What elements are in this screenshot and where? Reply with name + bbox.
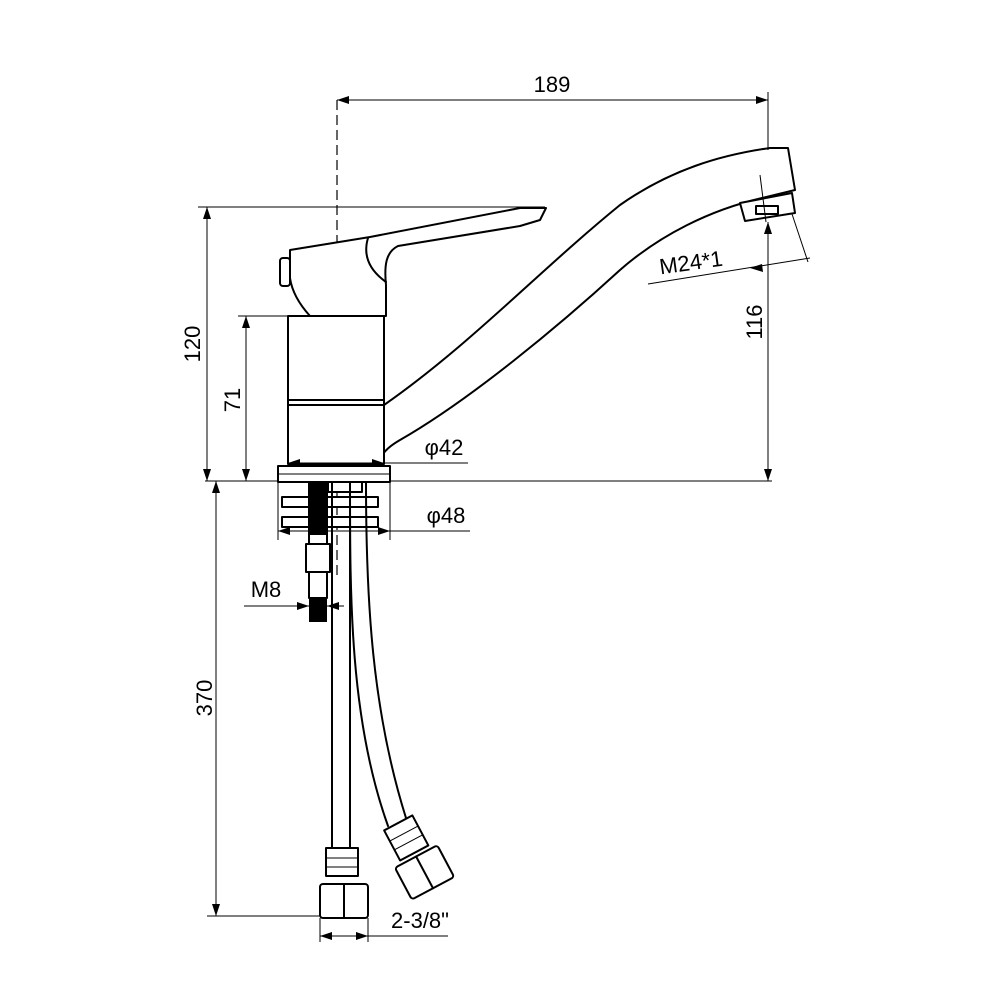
flange-diameter-label: φ48 (427, 503, 466, 528)
spout-height-label: 116 (742, 304, 767, 339)
overall-length-label: 189 (534, 72, 571, 97)
dim-hose-connection: 2-3/8" (319, 908, 449, 942)
hose-length-label: 370 (192, 680, 217, 717)
dim-total-height: 120 (180, 206, 545, 481)
mixer-body (287, 315, 385, 465)
total-height-label: 120 (180, 326, 205, 363)
hose-connection-label: 2-3/8" (391, 908, 449, 933)
stud-thread-label: M8 (251, 577, 282, 602)
supply-hose-curved (349, 481, 455, 900)
spout (369, 147, 796, 464)
dim-body-height: 71 (220, 315, 288, 481)
body-diameter-label: φ42 (425, 435, 464, 460)
dim-spout-height: 116 (742, 222, 772, 481)
body-height-label: 71 (220, 388, 245, 412)
dim-stud-thread: M8 (244, 577, 344, 610)
aerator (739, 192, 796, 222)
dim-flange-diameter: φ48 (277, 482, 470, 540)
mounting-kit (281, 481, 379, 534)
lever-handle (279, 207, 547, 317)
dim-body-diameter: φ42 (288, 435, 468, 467)
aerator-thread-label: M24*1 (658, 246, 724, 280)
dim-hose-length: 370 (192, 481, 320, 917)
dim-overall-length: 189 (337, 72, 769, 150)
base-flange (277, 465, 391, 483)
mounting-stud (305, 533, 331, 622)
